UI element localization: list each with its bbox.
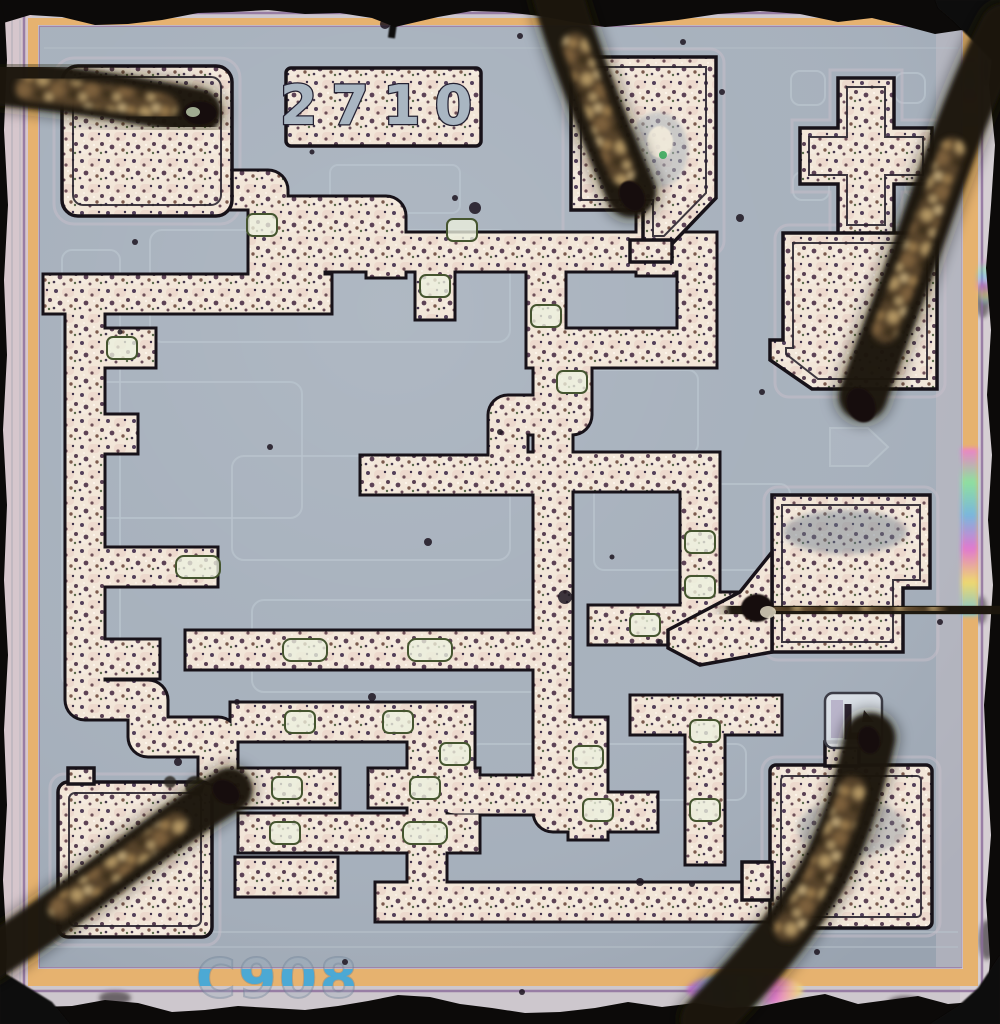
wire-top-center bbox=[526, 0, 663, 224]
mask-label-text-blue: C908 bbox=[196, 947, 360, 1010]
wire-right-middle bbox=[720, 574, 1000, 646]
wire-right-upper bbox=[832, 0, 1000, 427]
mask-label-text: C908 bbox=[196, 947, 360, 1010]
wire-bottom-left bbox=[0, 762, 258, 986]
part-number-text: 2710 bbox=[280, 74, 486, 137]
label-plate: 2710 bbox=[279, 73, 486, 139]
contact-windows bbox=[106, 213, 721, 845]
dust-particles bbox=[117, 7, 943, 995]
wire-bottom-right bbox=[675, 707, 901, 1024]
wire-left-top bbox=[0, 52, 228, 142]
arrow-marker-outline bbox=[829, 427, 890, 467]
mask-label: C908 C908 bbox=[195, 946, 360, 1011]
part-number-plate bbox=[284, 66, 483, 148]
